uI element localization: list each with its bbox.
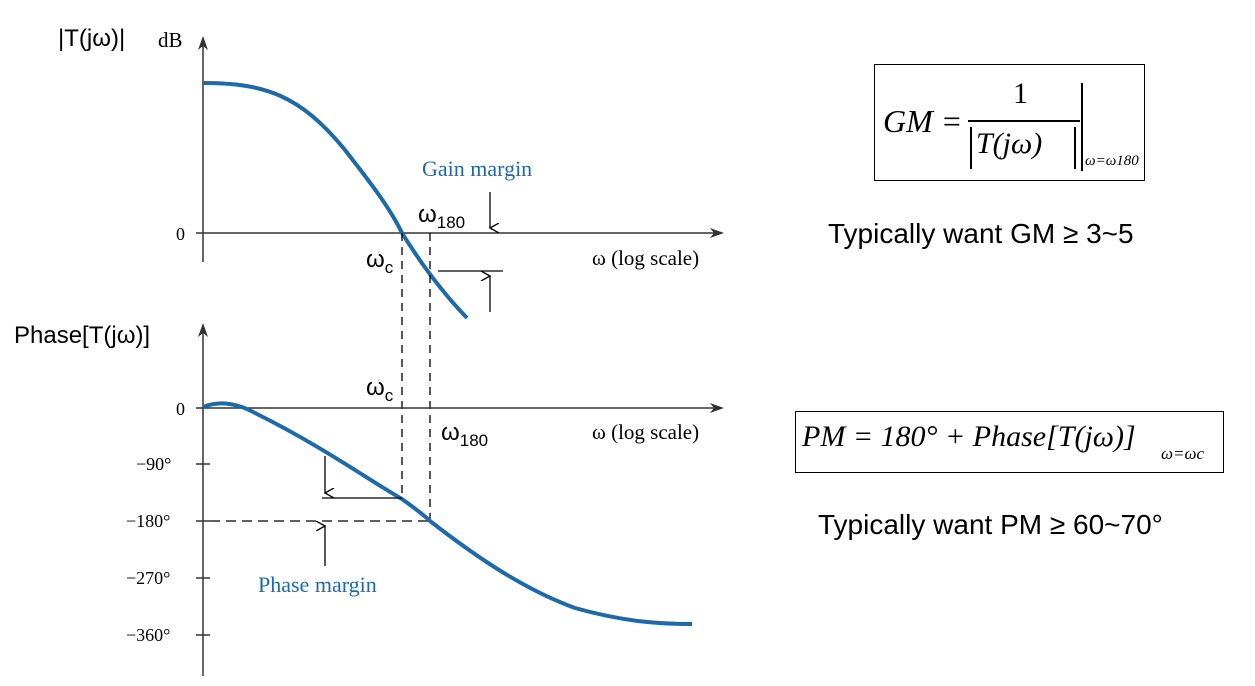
phase-zero-tick: 0 (176, 399, 185, 419)
pm-formula-box: PM = 180° + Phase[T(jω)] ω=ωc (795, 411, 1224, 473)
tick-label-270: −270° (126, 568, 170, 588)
phase-wc-label: ωc (366, 374, 394, 405)
phase-w180-label: ω180 (441, 419, 488, 450)
tick-label-90: −90° (136, 454, 171, 474)
gm-fraction-numerator: 1 (1013, 77, 1028, 110)
gain-wc-label: ωc (366, 246, 394, 277)
gain-margin-label: Gain margin (422, 156, 532, 181)
gm-eval-bar (1081, 83, 1083, 171)
phase-x-label: ω (log scale) (592, 420, 699, 444)
gain-x-label: ω (log scale) (592, 246, 699, 270)
gain-zero-tick: 0 (176, 224, 185, 244)
gm-abs-bar-right (1074, 127, 1076, 169)
gain-y-title: |T(jω)| (58, 25, 125, 52)
gm-formula-box: GM = 1 T(jω) ω=ω180 (874, 64, 1145, 181)
tick-label-180: −180° (126, 511, 170, 531)
phase-curve (202, 401, 693, 626)
gm-note: Typically want GM ≥ 3~5 (828, 218, 1134, 249)
pm-eval-subscript: ω=ωc (1161, 444, 1205, 463)
gm-formula-lhs: GM = (883, 103, 963, 139)
tick-label-360: −360° (126, 625, 170, 645)
gm-eval-subscript: ω=ω180 (1085, 153, 1139, 169)
gm-abs-bar-left (970, 127, 972, 169)
phase-margin-label: Phase margin (258, 572, 377, 597)
pm-note: Typically want PM ≥ 60~70° (818, 509, 1163, 540)
gain-y-unit: dB (158, 28, 183, 52)
gain-curve (202, 81, 469, 320)
pm-formula-text: PM = 180° + Phase[T(jω)] (802, 420, 1136, 453)
phase-y-title: Phase[T(jω)] (14, 322, 150, 349)
gm-fraction-bar (968, 120, 1080, 122)
gain-w180-label: ω180 (418, 201, 465, 232)
gm-fraction-denominator: T(jω) (976, 127, 1043, 160)
